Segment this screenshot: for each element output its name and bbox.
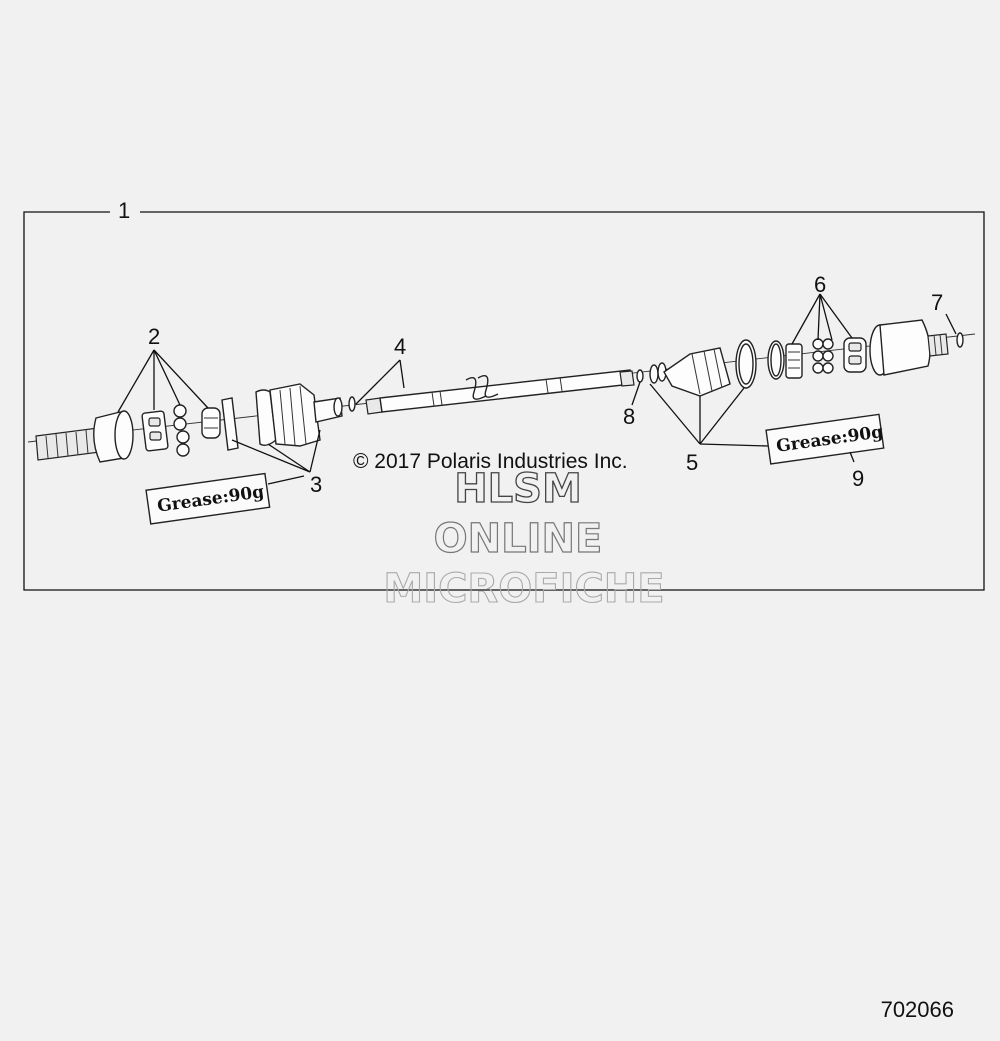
leader-2: [117, 349, 209, 413]
drawing-number: 702066: [880, 997, 954, 1022]
part-4-shaft: [365, 369, 635, 415]
leader-8: [631, 381, 641, 406]
part-2-cage-and-balls: [141, 404, 221, 457]
left-cv-housing: [93, 410, 134, 463]
part-6-cage-and-balls: [785, 337, 867, 379]
watermark: HLSM ONLINE MICROFICHE: [383, 465, 665, 612]
part-7-clip: [956, 332, 964, 348]
leader-7: [945, 313, 957, 335]
grease-label-right: Grease:90g: [765, 413, 885, 465]
grease-label-left: Grease:90g: [145, 472, 271, 525]
callout-3: 3: [310, 472, 322, 497]
callout-4: 4: [394, 334, 406, 359]
callout-9: 9: [852, 466, 864, 491]
callout-6: 6: [814, 272, 826, 297]
copyright-notice: © 2017 Polaris Industries Inc.: [353, 450, 628, 473]
assembly-frame: [23, 211, 985, 591]
svg-text:ONLINE: ONLINE: [434, 516, 603, 562]
part-8-snap-ring: [636, 369, 644, 383]
leader-4: [355, 359, 405, 405]
part-3-boot-left: [221, 383, 356, 451]
svg-text:HLSM: HLSM: [454, 466, 582, 512]
right-cv-housing: [869, 319, 949, 376]
left-spline-stub: [35, 427, 101, 461]
part-5-boot-right: [649, 339, 785, 397]
callout-2: 2: [148, 324, 160, 349]
callout-1: 1: [118, 198, 130, 223]
callout-5: 5: [686, 450, 698, 475]
leader-3: [231, 429, 321, 485]
leader-9: [849, 451, 855, 463]
callout-7: 7: [931, 290, 943, 315]
svg-text:MICROFICHE: MICROFICHE: [383, 566, 664, 612]
leader-5: [649, 383, 769, 447]
callout-8: 8: [623, 404, 635, 429]
leader-6: [791, 293, 853, 345]
